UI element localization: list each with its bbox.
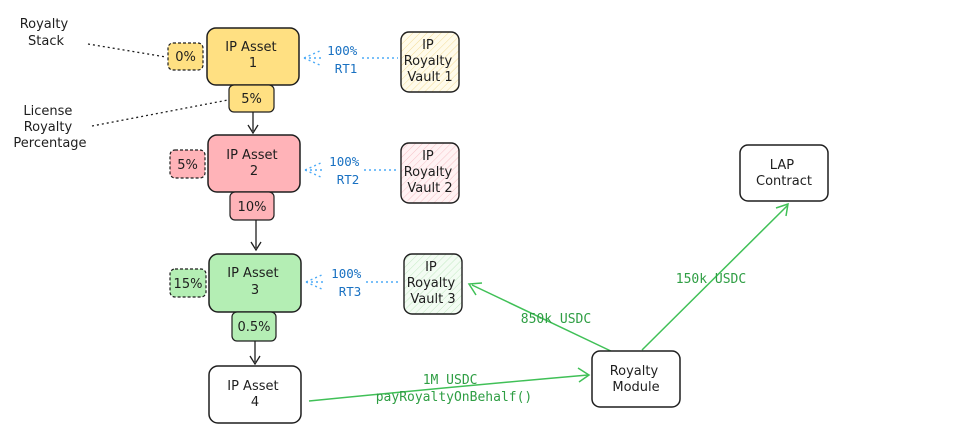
license-percentage-badge-1 [228,84,275,113]
royalty-stack-badge-1 [167,42,204,71]
vault-flow-label: 850k USDC [521,312,591,327]
royalty-stack-annotation: Royalty Stack [20,17,73,49]
royalty-stack-badge-2 [169,149,206,179]
vault-1-share-label: 100% RT1 [327,43,365,76]
ip-royalty-vault-1-label: IP Royalty Vault 1 [404,38,457,85]
royalty-stack-badge-3 [169,268,207,298]
ip-asset-1-label: IP Asset 1 [225,40,280,71]
ip-royalty-vault-2-label: IP Royalty Vault 2 [404,149,457,196]
royalty-module[interactable] [591,350,681,408]
ip-asset-4-label: IP Asset 4 [227,379,282,410]
lap-contract[interactable] [739,144,829,202]
license-percentage-value-3: 0.5% [237,320,270,335]
vault-2-share-label: 100% RT2 [329,154,367,187]
royalty-stack-value-2: 5% [177,158,198,173]
license-percentage-badge-2 [229,191,275,221]
royalty-stack-value-3: 15% [174,277,203,292]
lap-contract-label: LAP Contract [756,158,812,189]
ip-asset-3-label: IP Asset 3 [227,266,282,298]
payment-flow-label: 1M USDC payRoyaltyOnBehalf() [376,373,533,405]
ip-asset-4[interactable] [208,365,302,424]
lap-flow-label: 150k USDC [676,272,746,287]
royalty-module-label: Royalty Module [610,364,663,395]
ip-royalty-vault-1[interactable] [400,31,460,93]
vault-3-share-label: 100% RT3 [331,266,369,299]
license-percentage-value-1: 5% [241,92,262,107]
ip-royalty-vault-3-label: IP Royalty Vault 3 [407,260,460,307]
asset-chain-arrows [247,112,262,366]
license-percentage-pointer [91,99,229,127]
license-percentage-value-2: 10% [238,200,267,215]
ip-royalty-vault-2[interactable] [400,142,460,204]
payment-flow-arrows [308,202,789,402]
vault-connectors [303,49,400,291]
ip-royalty-vault-3[interactable] [403,253,463,315]
ip-asset-2-label: IP Asset 2 [226,148,281,179]
royalty-stack-value-1: 0% [175,50,196,65]
license-percentage-badge-3 [231,311,277,342]
royalty-stack-pointer [87,43,167,58]
license-royalty-percentage-annotation: License Royalty Percentage [13,104,86,151]
